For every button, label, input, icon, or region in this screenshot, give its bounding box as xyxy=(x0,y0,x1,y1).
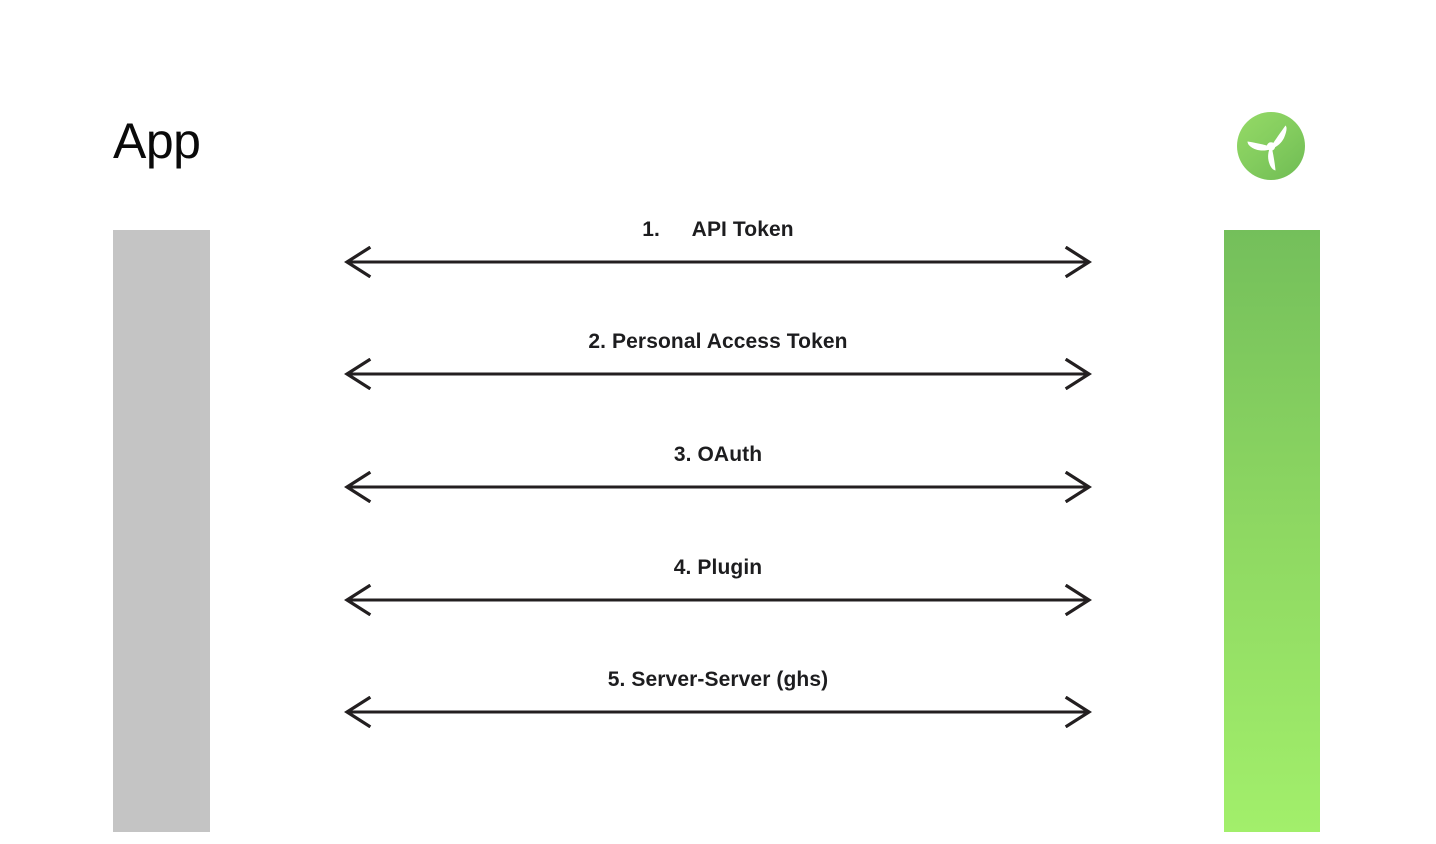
message-label: 3. OAuth xyxy=(673,443,763,466)
service-lifeline-bar xyxy=(1224,230,1320,832)
message-label: 2. Personal Access Token xyxy=(588,330,848,353)
app-lifeline-bar xyxy=(113,230,210,832)
message-label: 4. Plugin xyxy=(673,556,763,579)
message-label: 5. Server-Server (ghs) xyxy=(607,668,829,691)
page-title: App xyxy=(113,113,201,169)
bidirectional-arrow-icon xyxy=(341,584,1095,616)
bidirectional-arrow-icon xyxy=(341,358,1095,390)
message-label: 1. API Token xyxy=(642,218,794,241)
bidirectional-arrow-icon xyxy=(341,696,1095,728)
propeller-logo-icon xyxy=(1235,110,1307,182)
bidirectional-arrow-icon xyxy=(341,471,1095,503)
bidirectional-arrow-icon xyxy=(341,246,1095,278)
